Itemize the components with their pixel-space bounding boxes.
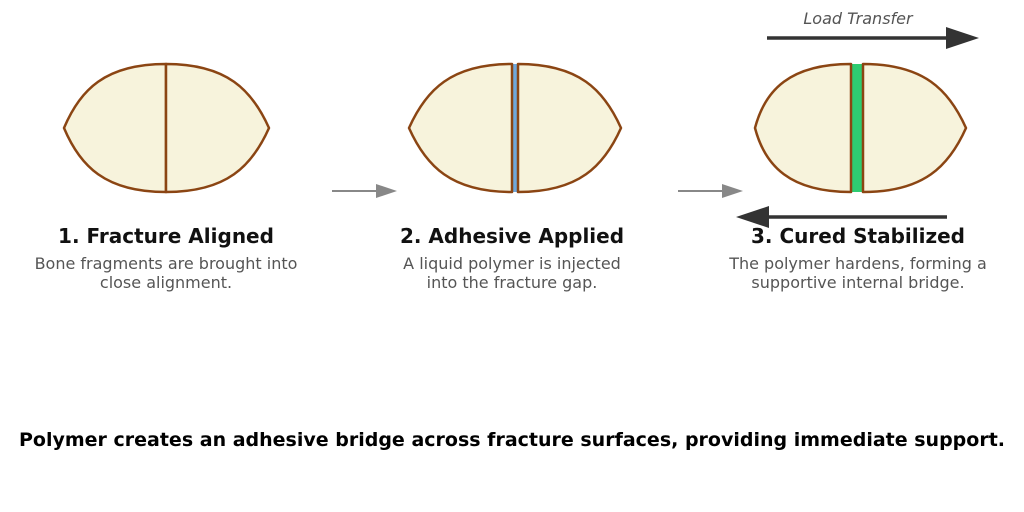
step-1-title: 1. Fracture Aligned [58,224,274,248]
step-1-description: Bone fragments are brought into close al… [0,254,336,292]
step-1-bone [62,62,271,194]
bone-fragment-left [62,62,168,194]
step-arrow-1 [332,184,397,198]
step-2-bone [407,62,623,194]
bone-fragment-left [753,62,853,194]
step-2-title: 2. Adhesive Applied [399,224,625,248]
step-3-title: 3. Cured Stabilized [751,224,965,248]
bone-fragment-left [407,62,514,194]
step-2-description: A liquid polymer is injected into the fr… [342,254,682,292]
step-arrow-2 [678,184,743,198]
step-3-desc-line-2: supportive internal bridge. [751,273,965,292]
step-1-desc-line-2: close alignment. [99,273,233,292]
cured-polymer-bridge [851,64,863,192]
adhesive-gap [512,64,518,192]
load-arrow-right [767,27,979,49]
diagram-caption: Polymer creates an adhesive bridge acros… [18,429,1006,451]
step-3-bone [753,62,968,194]
load-arrow-left [736,206,947,228]
bone-fragment-right [516,62,623,194]
bone-fragment-right [861,62,968,194]
load-transfer-label: Load Transfer [803,9,913,28]
step-2-desc-line-2: into the fracture gap. [426,273,598,292]
step-1-desc-line-1: Bone fragments are brought into [34,254,298,273]
step-3-description: The polymer hardens, forming a supportiv… [688,254,1024,292]
bone-fragment-right [164,62,271,194]
step-2-desc-line-1: A liquid polymer is injected [403,254,621,273]
step-3-desc-line-1: The polymer hardens, forming a [729,254,987,273]
